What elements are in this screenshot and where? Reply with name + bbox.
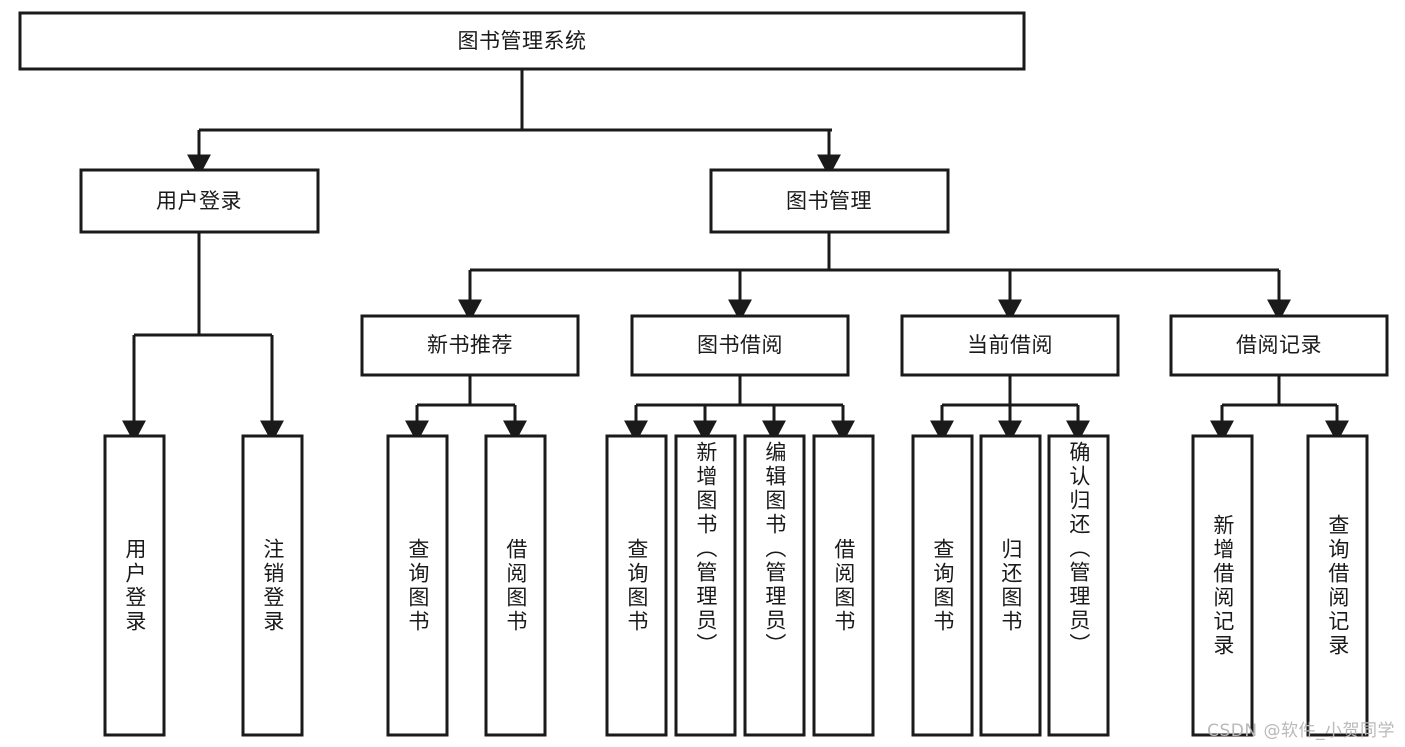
leaf-confirm-return-rect[interactable] bbox=[1047, 434, 1110, 737]
connectors-bookborrow-to-leaves bbox=[624, 375, 855, 443]
leaf-edit-book-rect[interactable] bbox=[743, 434, 806, 737]
connectors-userlogin-to-leaves bbox=[122, 232, 284, 443]
leaf-add-book-rect[interactable] bbox=[674, 434, 737, 737]
leaf-rects-new-book bbox=[386, 434, 547, 737]
node-borrow-records[interactable]: 借阅记录 bbox=[1169, 314, 1389, 377]
node-current-borrow[interactable]: 当前借阅 bbox=[900, 314, 1120, 377]
node-root[interactable]: 图书管理系统 bbox=[18, 11, 1026, 71]
node-new-book-recommend[interactable]: 新书推荐 bbox=[360, 314, 580, 377]
leaf-query-book-rec-rect[interactable] bbox=[386, 434, 449, 737]
node-book-management-label: 图书管理 bbox=[786, 189, 872, 213]
node-book-borrow-label: 图书借阅 bbox=[697, 333, 783, 357]
leaf-rects-current-borrow bbox=[911, 434, 1110, 737]
node-root-label: 图书管理系统 bbox=[458, 29, 587, 53]
leaf-rects-book-borrow bbox=[605, 434, 875, 737]
node-current-borrow-label: 当前借阅 bbox=[967, 333, 1053, 357]
leaf-rects-records bbox=[1191, 434, 1369, 737]
leaf-rects-user-login bbox=[103, 434, 304, 737]
leaf-query-record-rect[interactable] bbox=[1306, 434, 1369, 737]
csdn-watermark: CSDN @软件_小贺同学 bbox=[1207, 721, 1395, 741]
leaf-logout-rect[interactable] bbox=[241, 434, 304, 737]
leaf-borrow-book-rec-rect[interactable] bbox=[484, 434, 547, 737]
connectors-currentborrow-to-leaves bbox=[930, 375, 1090, 443]
node-borrow-records-label: 借阅记录 bbox=[1236, 333, 1322, 357]
leaf-borrow-book-rect[interactable] bbox=[812, 434, 875, 737]
connectors-bookmgmt-to-level3 bbox=[458, 232, 1291, 322]
node-book-borrow[interactable]: 图书借阅 bbox=[630, 314, 850, 377]
leaf-query-book-cur-rect[interactable] bbox=[911, 434, 974, 737]
connectors-records-to-leaves bbox=[1210, 375, 1349, 443]
connectors-root-to-level2 bbox=[187, 69, 841, 177]
node-user-login[interactable]: 用户登录 bbox=[79, 168, 320, 234]
connectors-newbook-to-leaves bbox=[405, 375, 527, 443]
leaf-user-login-rect[interactable] bbox=[103, 434, 166, 737]
node-user-login-label: 用户登录 bbox=[156, 189, 242, 213]
leaf-add-record-rect[interactable] bbox=[1191, 434, 1254, 737]
node-new-book-recommend-label: 新书推荐 bbox=[427, 333, 513, 357]
leaf-query-book-rect[interactable] bbox=[605, 434, 668, 737]
node-book-management[interactable]: 图书管理 bbox=[709, 168, 950, 234]
leaf-return-book-rect[interactable] bbox=[979, 434, 1042, 737]
